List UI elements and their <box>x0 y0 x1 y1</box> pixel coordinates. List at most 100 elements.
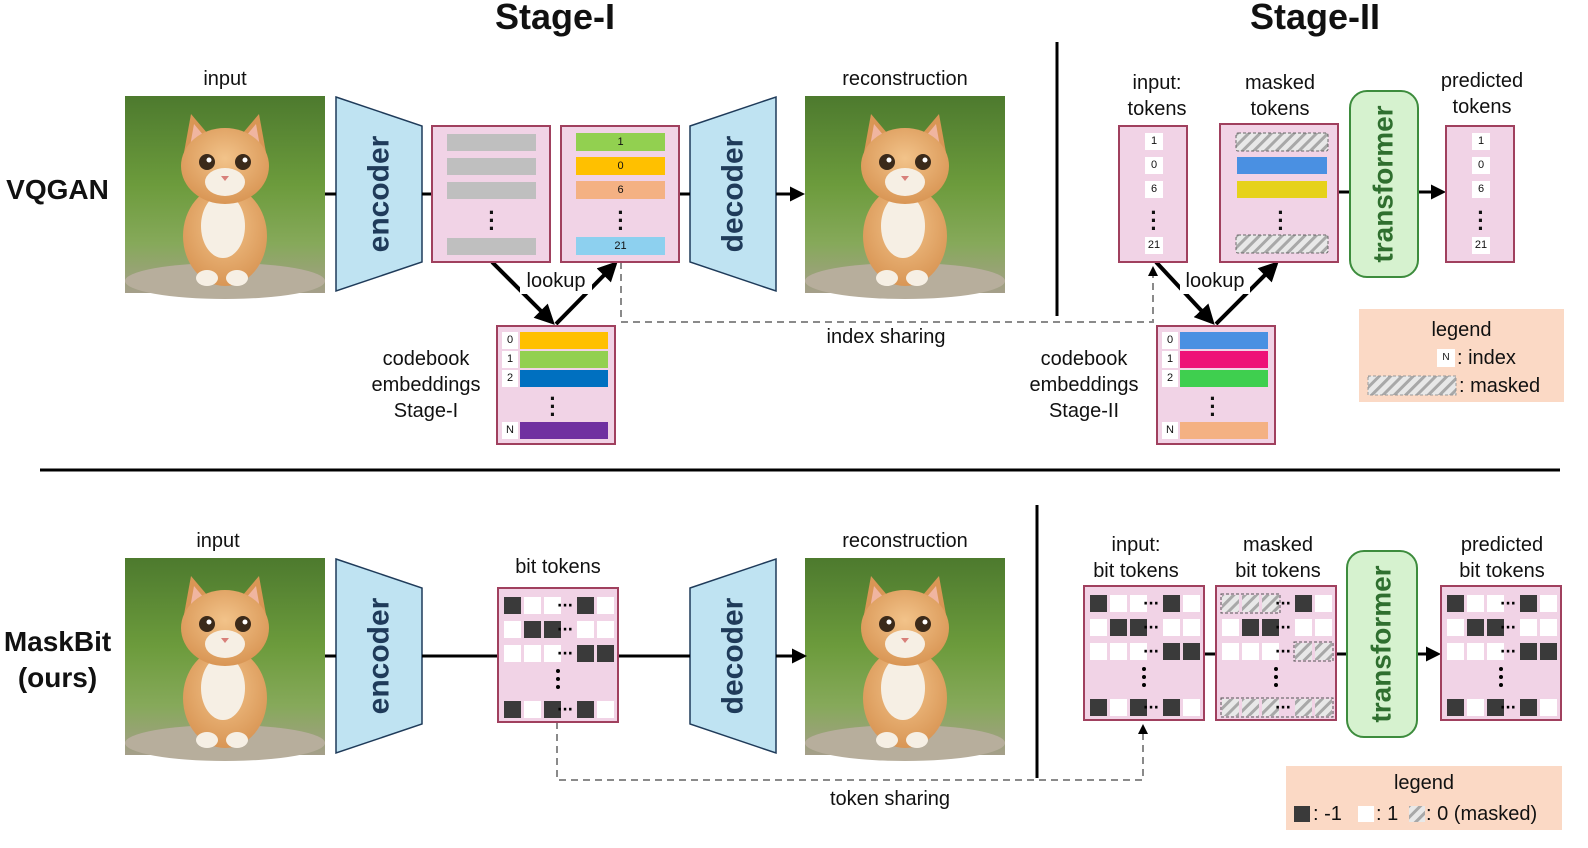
hdots: ··· <box>1500 700 1516 716</box>
hdots: ··· <box>1275 644 1291 660</box>
bit-cell <box>1183 595 1200 612</box>
row-title-maskbit-ours: (ours) <box>17 662 98 693</box>
vqgan-quantized-vectors: 1 0 6 ··· 21 <box>560 125 680 263</box>
bit-cell <box>1467 643 1484 660</box>
maskbit-s2-masked-bits: ············ <box>1215 585 1337 721</box>
vdots: ··· <box>1150 200 1158 241</box>
codebook-index: 1 <box>1162 351 1178 368</box>
legend-pos-text: : 1 <box>1376 803 1399 825</box>
bit-cell <box>1090 595 1107 612</box>
bit-cell <box>1222 643 1239 660</box>
bit-cell <box>1447 595 1464 612</box>
row-title-maskbit: MaskBit <box>3 626 112 657</box>
bit-cell <box>577 701 594 718</box>
bit-cell <box>1163 595 1180 612</box>
legend-neg-symbol <box>1294 806 1310 822</box>
bit-cell <box>544 597 561 614</box>
maskbit-s2-input-label-2: bit tokens <box>1093 560 1179 582</box>
legend-zero-text: : 0 (masked) <box>1426 803 1538 825</box>
maskbit-s2-input-bits: ············ <box>1083 585 1205 721</box>
codebook-index: N <box>1162 422 1178 439</box>
bit-cell <box>1295 699 1312 716</box>
maskbit-bit-tokens: ············ <box>497 587 619 723</box>
bit-cell <box>1540 619 1557 636</box>
maskbit-encoder-label: encoder <box>362 597 395 715</box>
vdot <box>1274 675 1278 679</box>
hdots: ··· <box>1275 700 1291 716</box>
index-sharing-label: index sharing <box>810 324 962 350</box>
bit-cell <box>597 701 614 718</box>
hdots: ··· <box>557 622 573 638</box>
vdots: ··· <box>549 386 557 427</box>
hdots: ··· <box>557 646 573 662</box>
bit-cell <box>1467 619 1484 636</box>
bit-cell <box>1520 619 1537 636</box>
bit-cell <box>544 645 561 662</box>
maskbit-input-label: input <box>196 530 240 552</box>
maskbit-legend: legend : -1 : 1 : 0 (masked) <box>1286 766 1562 830</box>
bit-cell <box>1130 595 1147 612</box>
quantized-index: 21 <box>576 237 665 255</box>
bit-cell <box>1222 699 1239 716</box>
maskbit-transformer-label: transformer <box>1366 565 1398 723</box>
vqgan-s2-predicted-tokens: 1 0 6 ··· 21 <box>1445 125 1515 263</box>
vqgan-lookup2-label: lookup <box>1180 268 1250 294</box>
vqgan-decoder-label: decoder <box>716 135 749 253</box>
stage1-title: Stage-I <box>494 0 616 37</box>
vqgan-legend-title: legend <box>1431 319 1492 341</box>
mask-outline <box>1220 697 1334 718</box>
codebook-index: 0 <box>502 332 518 349</box>
bit-cell <box>524 701 541 718</box>
vqgan-encoder-shape <box>335 95 423 293</box>
maskbit-s2-predicted-label-1: predicted <box>1460 534 1544 556</box>
vdot <box>1274 683 1278 687</box>
bit-cell <box>577 645 594 662</box>
token-index: 21 <box>1145 237 1163 254</box>
vdot <box>1499 683 1503 687</box>
bit-cell <box>504 701 521 718</box>
bit-cell <box>1262 619 1279 636</box>
vqgan-legend: legend N : index : masked <box>1359 309 1564 402</box>
bit-cell <box>1163 619 1180 636</box>
maskbit-reconstruction-label: reconstruction <box>842 530 968 552</box>
codebook-index: 1 <box>502 351 518 368</box>
bit-cell <box>1487 643 1504 660</box>
hdots: ··· <box>1500 620 1516 636</box>
vdots: ··· <box>1477 200 1485 241</box>
codebook2-label-1: codebook <box>1040 348 1128 370</box>
bit-cell <box>1262 643 1279 660</box>
bit-cell <box>1540 643 1557 660</box>
vdots: ··· <box>1277 200 1285 241</box>
bit-cell <box>1242 643 1259 660</box>
bit-cell <box>524 645 541 662</box>
codebook1-box: 0 1 2 ··· N <box>496 325 616 445</box>
bit-cell <box>597 597 614 614</box>
stage2-title: Stage-II <box>1249 0 1381 37</box>
bit-cell <box>1262 699 1279 716</box>
bit-cell <box>544 701 561 718</box>
mask-outline <box>1220 593 1281 614</box>
legend-zero-symbol <box>1409 806 1425 822</box>
bit-cell <box>1520 643 1537 660</box>
vdot <box>1499 667 1503 671</box>
bit-cell <box>1222 619 1239 636</box>
bit-cell <box>1242 619 1259 636</box>
codebook-index: 0 <box>1162 332 1178 349</box>
codebook-index: 2 <box>1162 370 1178 387</box>
legend-masked-text: : masked <box>1459 375 1541 397</box>
bit-cell <box>1295 619 1312 636</box>
bit-cell <box>1487 619 1504 636</box>
maskbit-s2-input-label-1: input: <box>1111 534 1161 556</box>
vqgan-reconstruction-image <box>805 96 1005 299</box>
codebook-index: N <box>502 422 518 439</box>
bit-cell <box>1540 699 1557 716</box>
quantized-index: 1 <box>576 133 665 151</box>
vdots: ··· <box>1209 386 1217 427</box>
bit-cell <box>577 621 594 638</box>
bit-cell <box>1242 699 1259 716</box>
maskbit-s2-predicted-label-2: bit tokens <box>1459 560 1545 582</box>
codebook1-label-3: Stage-I <box>393 400 459 422</box>
legend-index-symbol: N <box>1437 349 1455 367</box>
vqgan-s2-masked-label-2: tokens <box>1250 98 1310 120</box>
vdots: ··· <box>488 200 496 241</box>
